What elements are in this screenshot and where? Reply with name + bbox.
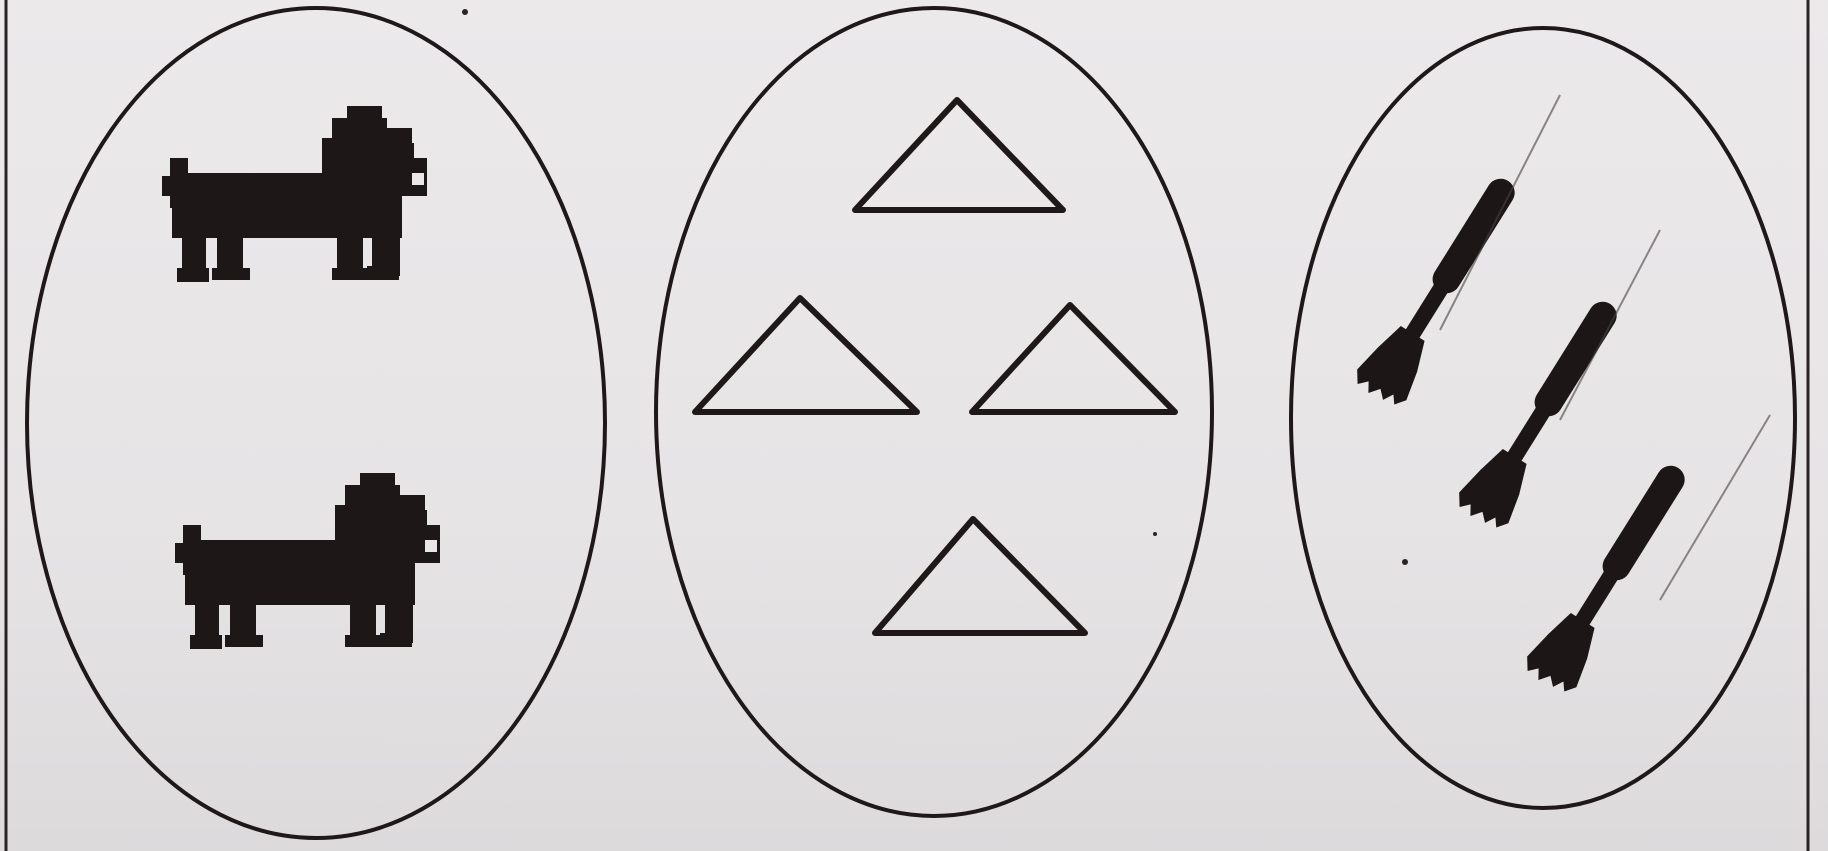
paintbrush-icon: [1452, 289, 1636, 535]
dog-icon: [175, 473, 440, 649]
triangle-icon: [695, 298, 917, 412]
dog-set-oval: [27, 8, 605, 838]
brush-set: [1291, 28, 1795, 808]
paintbrush-icon: [1520, 453, 1704, 699]
brush-shadow-line: [1660, 415, 1770, 600]
triangle-icon: [972, 305, 1175, 412]
dog-icon: [162, 106, 427, 282]
triangle-icon: [855, 100, 1063, 210]
ink-speck: [1402, 559, 1408, 565]
brush-shadow-line: [1440, 95, 1560, 330]
dog-set: [27, 8, 605, 838]
ink-speck: [462, 9, 468, 15]
brush-shadow-line: [1560, 230, 1660, 420]
triangle-icon: [875, 519, 1085, 633]
triangle-set: [656, 8, 1212, 816]
ink-speck: [1153, 532, 1157, 536]
